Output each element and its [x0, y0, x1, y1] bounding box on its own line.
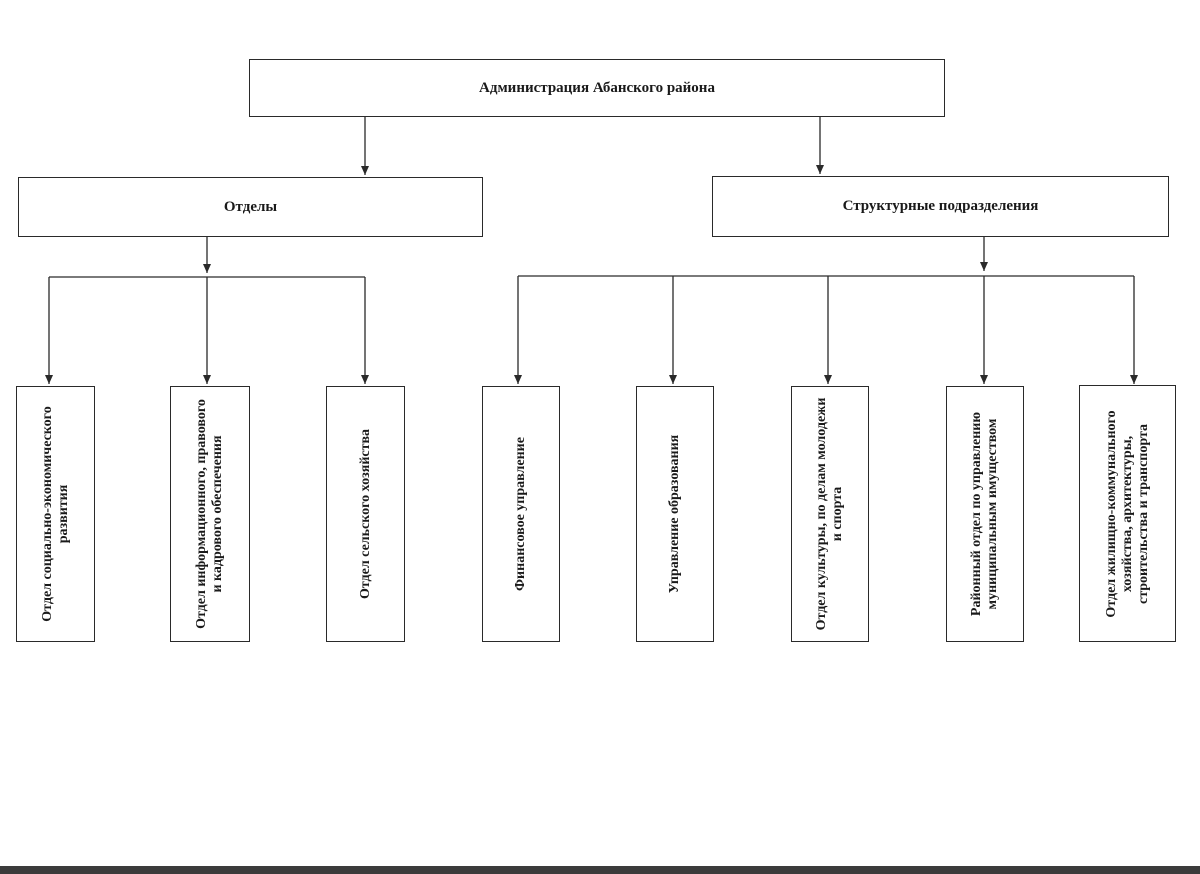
unit-label: Отдел сельского хозяйства: [357, 428, 373, 600]
branch-structural-units: Структурные подразделения: [712, 176, 1169, 237]
unit-municipal-property: Районный отдел по управлению муниципальн…: [946, 386, 1024, 642]
root-label: Администрация Абанского района: [479, 79, 715, 96]
unit-label: Финансовое управление: [513, 437, 528, 591]
unit-label: Отдел культуры, по делам молодежи и спор…: [814, 397, 845, 631]
branch-otdely-label: Отделы: [223, 198, 278, 215]
unit-label: Отдел информационного, правового и кадро…: [194, 399, 225, 629]
unit-socio-economic: Отдел социально-экономического развития: [16, 386, 95, 642]
branch-otdely: Отделы: [18, 177, 483, 237]
branch-structural-label: Структурные подразделения: [842, 198, 1039, 214]
unit-label: Отдел социально-экономического развития: [39, 406, 71, 622]
unit-label: Районный отдел по управлению муниципальн…: [969, 411, 1000, 617]
unit-label: Управление образования: [667, 434, 682, 594]
root-node: Администрация Абанского района: [249, 59, 945, 117]
unit-label: Отдел жилищно-коммунального хозяйства, а…: [1103, 409, 1151, 618]
unit-agriculture: Отдел сельского хозяйства: [326, 386, 405, 642]
scan-edge-bar: [0, 866, 1200, 874]
unit-culture-youth-sport: Отдел культуры, по делам молодежи и спор…: [791, 386, 869, 642]
unit-housing-architecture-transport: Отдел жилищно-коммунального хозяйства, а…: [1079, 385, 1176, 642]
unit-info-legal-hr: Отдел информационного, правового и кадро…: [170, 386, 250, 642]
unit-education: Управление образования: [636, 386, 714, 642]
unit-finance: Финансовое управление: [482, 386, 560, 642]
